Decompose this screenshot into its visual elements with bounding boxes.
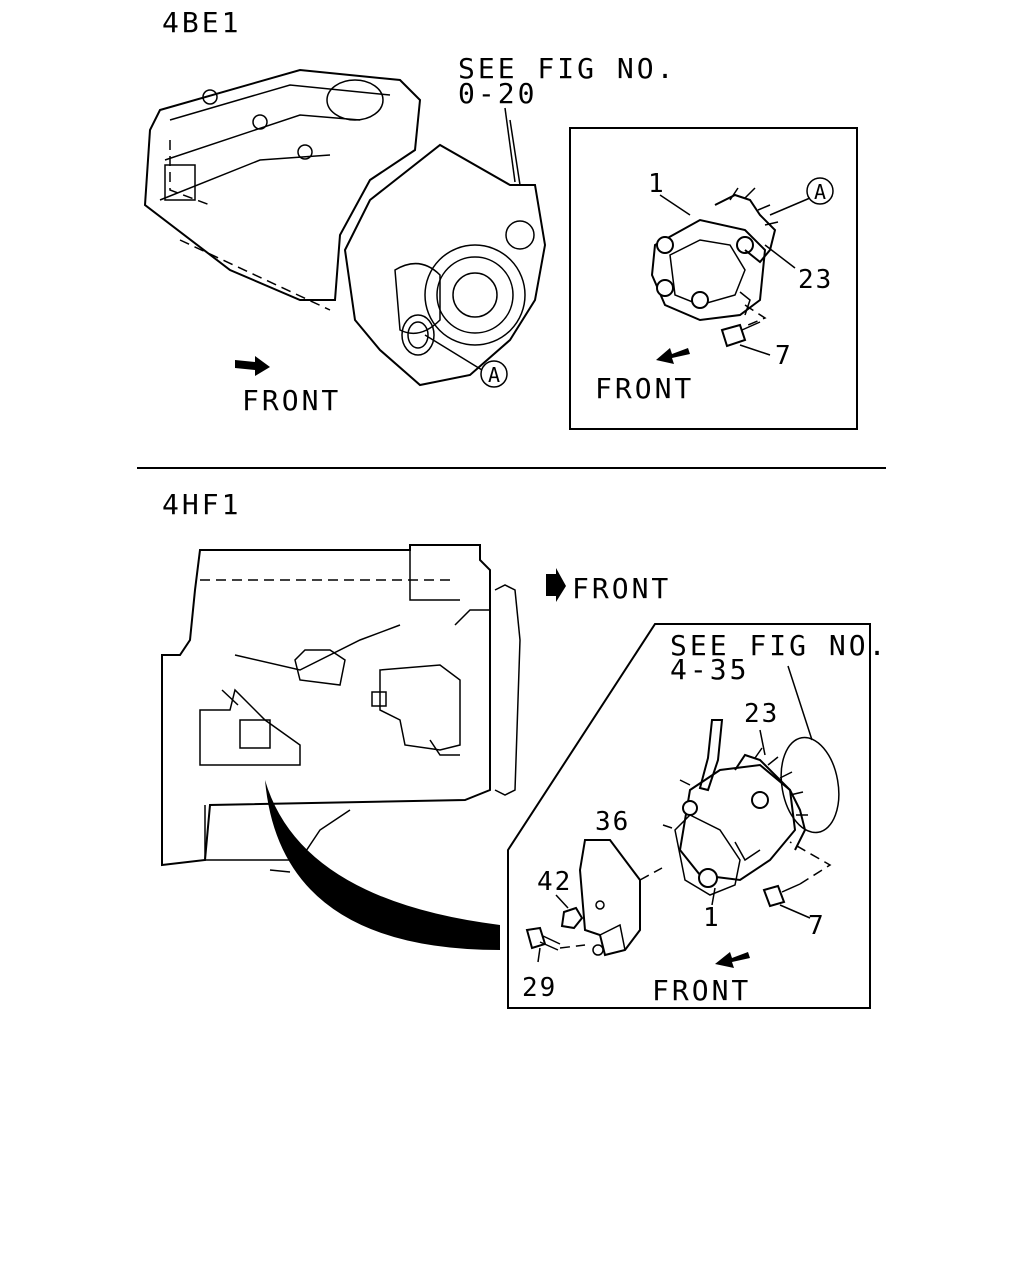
part-label-1-top: 1: [648, 169, 666, 199]
detail-box-top: [569, 127, 858, 430]
see-fig-leader-top: [504, 107, 516, 183]
part-label-1-bottom: 1: [703, 903, 721, 933]
part-label-23-top: 23: [798, 265, 833, 295]
bracket-36-illustration: [578, 839, 663, 957]
front-arrow-icon-top-detail: [656, 348, 690, 364]
callout-a-main-label: A: [488, 363, 500, 387]
bolt-29-illustration: [525, 926, 586, 963]
front-arrow-icon-top-main: [235, 356, 270, 376]
engine-block-4be1-illustration: [143, 68, 547, 387]
see-fig-ref-bottom-line2: 4-35: [670, 653, 749, 686]
front-label-bottom-detail: FRONT: [652, 974, 751, 1007]
vacuum-pump-4hf1-illustration: [662, 719, 840, 896]
callout-curve-arrow: [265, 780, 500, 950]
front-label-bottom-main: FRONT: [572, 572, 671, 605]
part-label-23-bottom: 23: [744, 699, 779, 729]
part-label-42: 42: [537, 867, 572, 897]
engine-code-4be1: 4BE1: [162, 6, 241, 39]
part-label-36: 36: [595, 807, 630, 837]
front-label-top-detail: FRONT: [595, 372, 694, 405]
see-fig-ref-top-line2: 0-20: [458, 77, 537, 110]
part-label-7-top: 7: [775, 341, 793, 371]
front-arrow-icon-bottom-detail: [715, 952, 750, 968]
leader-1-bottom: [711, 887, 716, 906]
callout-a-main: A: [424, 334, 508, 388]
leader-23-top: [764, 244, 796, 269]
callout-a-detail: A: [769, 177, 834, 216]
leader-1-top: [659, 194, 691, 216]
detail-box-bottom: [507, 623, 871, 1009]
vacuum-pump-4be1-illustration: [650, 187, 779, 322]
engine-block-4hf1-illustration: [161, 544, 521, 873]
bolt-7-bottom: [762, 841, 832, 919]
see-fig-ref-top-line1: SEE FIG NO.: [458, 52, 676, 85]
engine-code-4hf1: 4HF1: [162, 488, 241, 521]
part-label-7-bottom: 7: [808, 911, 826, 941]
bolt-7-top: [720, 304, 771, 356]
callout-a-detail-label: A: [814, 180, 826, 204]
front-arrow-icon-bottom-main: [546, 568, 566, 602]
leader-23-bottom: [759, 729, 766, 756]
see-fig-ref-bottom-line1: SEE FIG NO.: [670, 629, 888, 662]
part-label-29: 29: [522, 973, 557, 1003]
nut-42-illustration: [555, 894, 584, 930]
front-label-top-main: FRONT: [242, 384, 341, 417]
leader-see-fig-bottom: [787, 665, 813, 741]
